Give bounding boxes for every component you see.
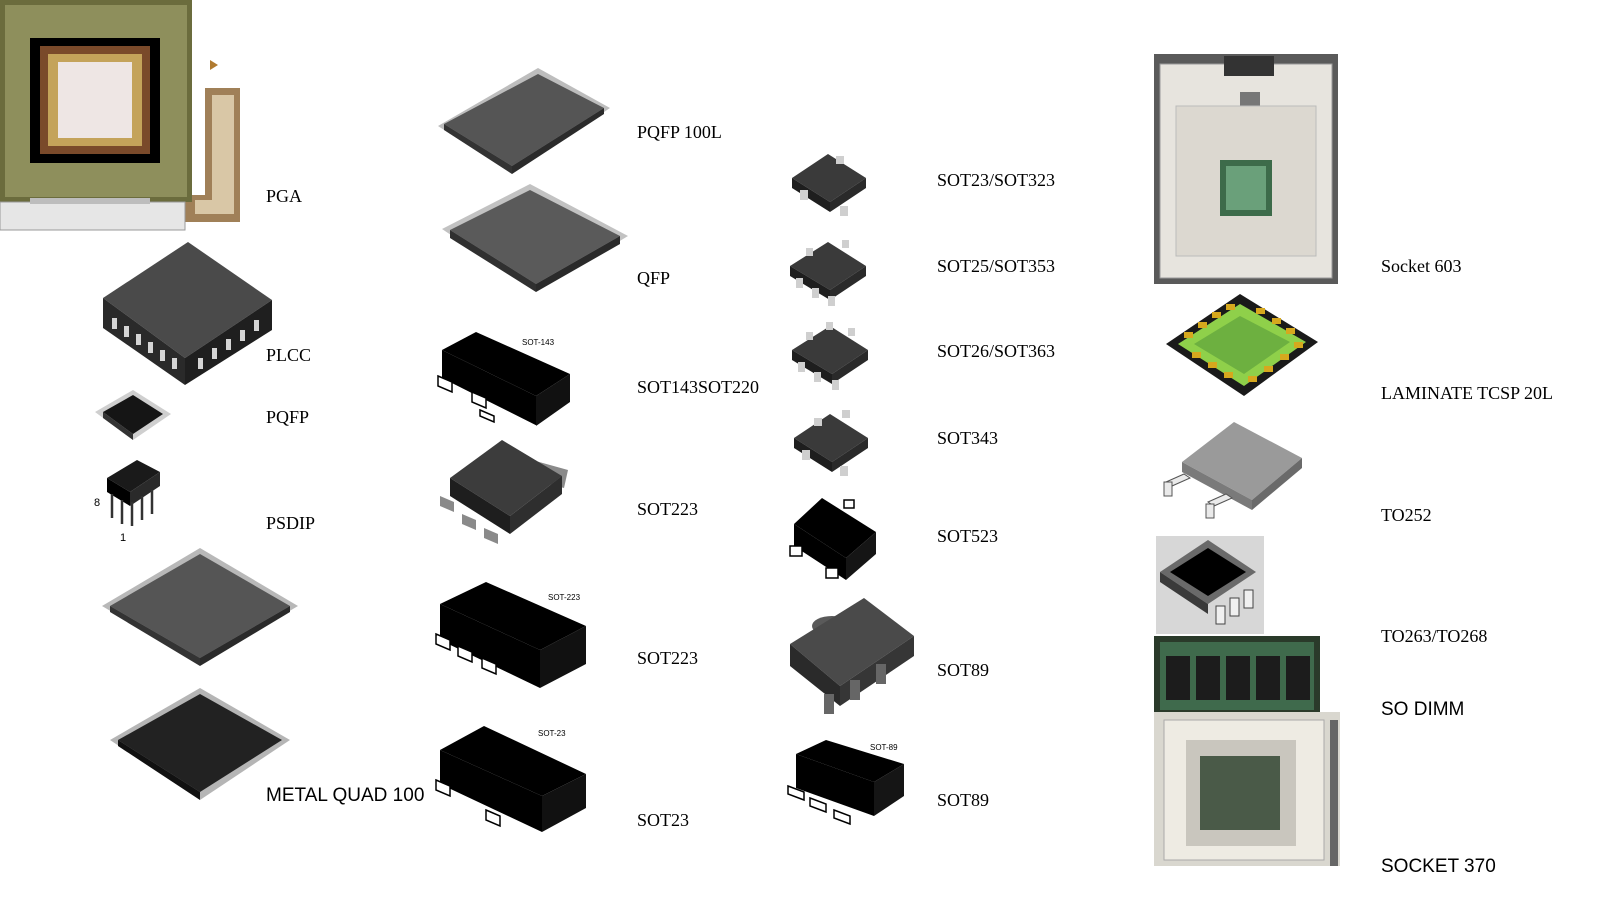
so-dimm-socket370-image [1154,636,1340,866]
sot343-package-image [790,408,872,488]
metal-quad-label: METAL QUAD 100 [266,785,425,806]
pga-package-image [0,0,245,232]
to263-package-image [1156,536,1264,634]
qfp-package-image [440,184,630,296]
pqfp-small-package-image [93,390,173,450]
sot143-mark: SOT-143 [522,338,555,347]
sot89-black-package-image: SOT-89 [786,738,908,828]
sot23-package-image: SOT-23 [434,724,590,836]
sot223-a-label: SOT223 [637,499,699,519]
psdip-package-image: 8 1 [92,456,167,546]
socket603-label: Socket 603 [1381,256,1462,276]
to263-label: TO263/TO268 [1381,626,1488,646]
sodimm-label: SO DIMM [1381,699,1465,720]
psdip-label: PSDIP [266,513,316,533]
sot89-a-label: SOT89 [937,660,990,680]
sot25-353-package-image [786,236,870,312]
pga-label: PGA [266,186,303,206]
socket603-image [1154,54,1338,284]
laminate-label: LAMINATE TCSP 20L [1381,383,1554,403]
sot143-package-image: SOT-143 [436,330,576,428]
sot23-mark: SOT-23 [538,729,566,738]
laminate-tcsp-package-image [1164,292,1320,400]
sot143-label: SOT143SOT220 [637,377,760,397]
metal-quad-package-image [108,688,293,806]
sot89-mark: SOT-89 [870,743,898,752]
sot26-363-label: SOT26/SOT363 [937,341,1056,361]
to252-label: TO252 [1381,505,1432,525]
sot223-mark: SOT-223 [548,593,581,602]
sot26-363-package-image [788,320,872,398]
sot523-label: SOT523 [937,526,999,546]
pin-8-mark: 8 [94,497,100,509]
pqfp100l-package-image [436,66,612,178]
qfp-large-package-image [100,548,300,670]
to252-package-image [1162,420,1306,524]
plcc-package-image [100,240,275,390]
sot89-b-label: SOT89 [937,790,990,810]
qfp-label: QFP [637,268,671,288]
sot343-label: SOT343 [937,428,999,448]
pqfp-small-label: PQFP [266,407,310,427]
sot223-black-package-image: SOT-223 [434,580,594,692]
plcc-label: PLCC [266,345,312,365]
pqfp100l-label: PQFP 100L [637,122,722,142]
sot223-b-label: SOT223 [637,648,699,668]
sot23-323-label: SOT23/SOT323 [937,170,1056,190]
sot23-label: SOT23 [637,810,690,830]
socket370-label: SOCKET 370 [1381,856,1496,877]
pin-1-mark: 1 [120,532,126,544]
sot25-353-label: SOT25/SOT353 [937,256,1056,276]
sot23-323-package-image [788,150,870,224]
sot89-grey-package-image [784,596,920,722]
sot523-package-image [788,494,880,584]
sot223-grey-package-image [432,440,580,552]
